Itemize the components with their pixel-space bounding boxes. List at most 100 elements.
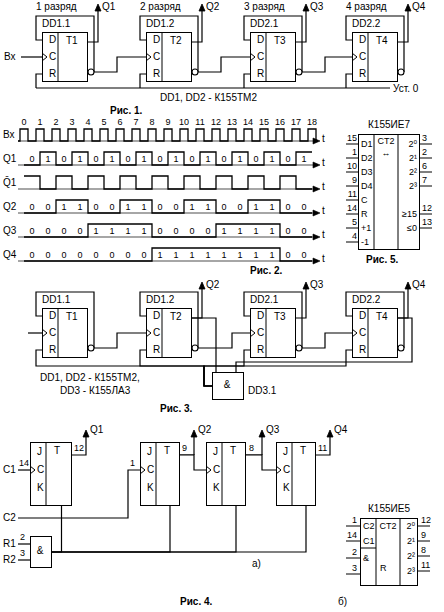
pin-name: R [359,68,366,80]
wire [18,470,140,518]
pin-number: 13 [422,217,432,227]
wire [244,292,302,348]
wire [36,87,390,88]
timing-value: 0 [61,154,66,164]
pin-number: 5 [352,217,357,227]
inversion-circle [296,345,302,351]
pin-line [418,526,430,527]
signal-name: б) [338,596,347,608]
pin-name: 2³ [409,180,417,192]
pin-number: 11 [421,560,430,570]
wire [261,437,262,455]
inversion-circle [398,69,404,75]
pin-name: T3 [274,35,286,47]
part-name: К155ИЕ5 [368,503,410,515]
timing-value: 1 [77,154,82,164]
figure-caption: Рис. 3. [160,403,192,415]
signal-name: а) [252,558,261,570]
timing-value: 7 [133,117,138,127]
pin-name: C [49,51,56,63]
timing-value: 6 [117,117,122,127]
pin-name: T [300,445,306,457]
timing-value: 0 [237,202,242,212]
inversion-circle [88,69,94,75]
timing-value: 0 [29,226,34,236]
pin-number: 14 [347,530,357,540]
wire [193,437,194,455]
figure-caption: Рис. 1. [110,105,142,117]
timing-value: 1 [77,202,82,212]
pin-line [420,144,432,145]
signal-name: DD1, DD2 - К155ТМ2, [40,372,140,384]
signal-name: t [322,181,325,193]
pin-number: 9 [352,175,357,185]
pin-number: 10 [347,161,357,171]
signal-name: Вх [3,129,15,141]
wire [140,292,198,348]
signal-name: Q2 [206,279,219,291]
pin-line [420,158,432,159]
timing-value: 0 [93,154,98,164]
pin-name: D [153,34,160,46]
box-divider [368,308,369,358]
pin-number: 7 [422,175,427,185]
pin-name: J [283,446,288,458]
wire [244,16,302,72]
pin-number: 8 [249,443,254,453]
timing-value: 1 [61,202,66,212]
pin-name: 2² [409,166,417,178]
inversion-circle [192,69,198,75]
box-divider [162,32,163,82]
pin-number: 12 [421,515,431,525]
pin-name: D [49,310,56,322]
pin-name: J [147,446,152,458]
timing-value: 10 [179,117,189,127]
pin-number: 12 [422,203,432,213]
signal-name: 2 разряд [140,1,181,13]
timing-value: 1 [109,226,114,236]
timing-value: 1 [221,226,226,236]
pin-name: R [49,68,56,80]
pin-number: 2 [352,547,357,557]
pin-name: C [153,51,160,63]
timing-value: 1 [301,154,306,164]
signal-name: C2 [3,512,16,524]
wire [28,332,42,333]
timing-value: 0 [21,117,26,127]
pin-name: 2⁰ [408,138,417,150]
pin-number: 14 [19,458,29,468]
wire [36,292,94,348]
signal-name: Q1 [3,153,16,165]
timing-value: 0 [29,202,34,212]
pin-name: C2 [363,520,375,532]
pin-line [346,144,358,145]
timing-value: 1 [269,250,274,260]
timing-value: 1 [253,226,258,236]
timing-value: 0 [45,226,50,236]
flip-flop-box: DD1.1T1DCR [42,32,88,82]
arrow-head [259,430,265,437]
timing-value: 0 [189,154,194,164]
pin-number: 15 [347,133,357,143]
pin-name: R [359,344,366,356]
pin-line [346,200,358,201]
timing-value: 0 [285,202,290,212]
pin-name: D [359,310,366,322]
pin-name: D3 [361,166,373,178]
pin-number: 2 [20,532,25,542]
waveform [24,200,312,213]
wire [236,318,412,372]
pin-line [420,214,432,215]
arrow-head [313,186,320,192]
signal-name: Вх [4,51,16,63]
timing-value: 2 [53,117,58,127]
counter-chip: К155ИЕ5C2C1&RCT22⁰2¹2²2³ [360,518,418,586]
arrow-head [313,210,320,216]
timing-value: 0 [109,202,114,212]
timing-value: 1 [205,250,210,260]
pin-number: 4 [352,231,357,241]
inversion-circle [398,345,404,351]
timing-value: 0 [285,250,290,260]
